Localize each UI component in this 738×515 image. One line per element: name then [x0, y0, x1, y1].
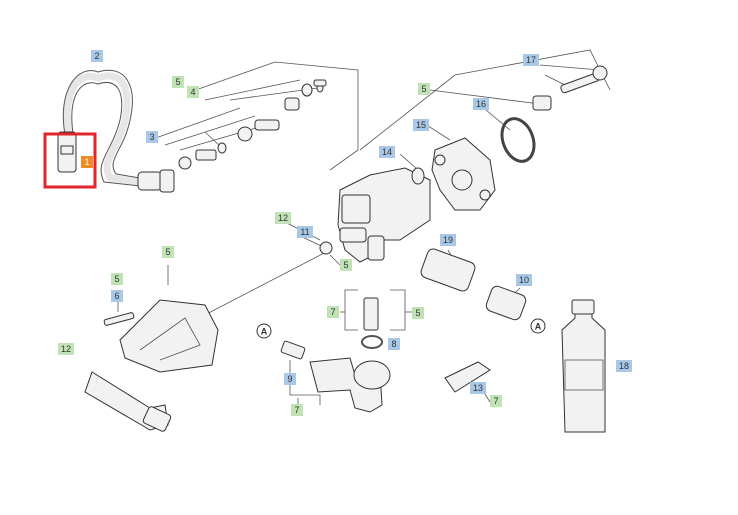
callout-18: 18: [616, 360, 632, 372]
callout-bg: [523, 54, 539, 66]
callout-6: 6: [111, 290, 123, 302]
connection-markers: A A: [256, 318, 546, 339]
callout-bg: [490, 395, 502, 407]
callout-bg: [111, 290, 123, 302]
callout-9: 9: [284, 373, 296, 385]
callout-number: 14: [382, 147, 392, 157]
callout-5c: 5: [340, 259, 352, 271]
callout-number: 9: [287, 374, 292, 384]
callout-number: 15: [416, 120, 426, 130]
callout-13: 13: [470, 382, 486, 394]
callout-7b: 7: [291, 404, 303, 416]
marker-a-1: A: [256, 323, 272, 339]
callout-11: 11: [297, 226, 313, 238]
callout-number: 3: [149, 132, 154, 142]
callout-12a: 12: [275, 212, 291, 224]
callout-number: 18: [619, 361, 629, 371]
callout-number: 11: [300, 227, 309, 237]
callout-bg: [516, 274, 532, 286]
callout-bg: [327, 306, 339, 318]
callout-number: 4: [190, 87, 195, 97]
callout-bg: [146, 131, 158, 143]
callout-bg: [81, 156, 93, 168]
callout-5f: 5: [412, 307, 424, 319]
callout-bg: [58, 343, 74, 355]
callout-number: 12: [278, 213, 288, 223]
callout-bg: [162, 246, 174, 258]
marker-a-2: A: [530, 318, 546, 334]
callout-bg: [187, 86, 199, 98]
callout-number: 1: [84, 157, 89, 167]
callout-number: 5: [421, 84, 426, 94]
callout-bg: [412, 307, 424, 319]
callout-number: 5: [165, 247, 170, 257]
callout-bg: [418, 83, 430, 95]
callout-8: 8: [388, 338, 400, 350]
callout-bg: [470, 382, 486, 394]
callout-number: 5: [343, 260, 348, 270]
callout-bg: [291, 404, 303, 416]
callout-14: 14: [379, 146, 395, 158]
callout-number: 7: [330, 307, 335, 317]
callout-5b: 5: [418, 83, 430, 95]
callout-number: 7: [294, 405, 299, 415]
oil-bottle: [561, 301, 606, 433]
callout-5a: 5: [172, 76, 184, 88]
callout-number: 5: [415, 308, 420, 318]
callout-number: 5: [175, 77, 180, 87]
callout-bg: [91, 50, 103, 62]
callout-bg: [388, 338, 400, 350]
callout-number: 12: [61, 344, 71, 354]
callout-number: 6: [114, 291, 119, 301]
marker-letter: A: [535, 322, 542, 332]
outlet-elbow: [309, 357, 383, 413]
parts: [57, 65, 608, 433]
hose: [63, 72, 141, 186]
callout-number: 13: [473, 383, 483, 393]
callout-bg: [340, 259, 352, 271]
callout-5e: 5: [111, 273, 123, 285]
callout-bg: [473, 98, 489, 110]
callout-1: 1: [81, 156, 93, 168]
callout-labels: 1 2 3 4 5 5 5 5 5 5 6 7 7 7 8 9 10 11 12…: [58, 50, 632, 416]
callout-bg: [275, 212, 291, 224]
callout-bg: [172, 76, 184, 88]
highlight-box: [43, 132, 97, 189]
callout-7a: 7: [327, 306, 339, 318]
callout-number: 8: [391, 339, 396, 349]
callout-2: 2: [91, 50, 103, 62]
callout-5d: 5: [162, 246, 174, 258]
callout-3: 3: [146, 131, 158, 143]
callout-16: 16: [473, 98, 489, 110]
callout-12b: 12: [58, 343, 74, 355]
callout-bg: [284, 373, 296, 385]
callout-bg: [111, 273, 123, 285]
callout-bg: [297, 226, 313, 238]
callout-number: 5: [114, 274, 119, 284]
callout-7c: 7: [490, 395, 502, 407]
callout-10: 10: [516, 274, 532, 286]
callout-number: 19: [443, 235, 453, 245]
callout-number: 2: [94, 51, 99, 61]
callout-number: 7: [493, 396, 498, 406]
callout-number: 17: [526, 55, 536, 65]
callout-bg: [440, 234, 456, 246]
callout-19: 19: [440, 234, 456, 246]
callout-number: 10: [519, 275, 529, 285]
callout-bg: [616, 360, 632, 372]
marker-letter: A: [261, 327, 268, 337]
callout-17: 17: [523, 54, 539, 66]
bracket: [119, 299, 219, 373]
callout-bg: [413, 119, 429, 131]
callout-number: 16: [476, 99, 486, 109]
callout-4: 4: [187, 86, 199, 98]
grease-tube: [444, 361, 491, 393]
callout-bg: [379, 146, 395, 158]
callout-15: 15: [413, 119, 429, 131]
